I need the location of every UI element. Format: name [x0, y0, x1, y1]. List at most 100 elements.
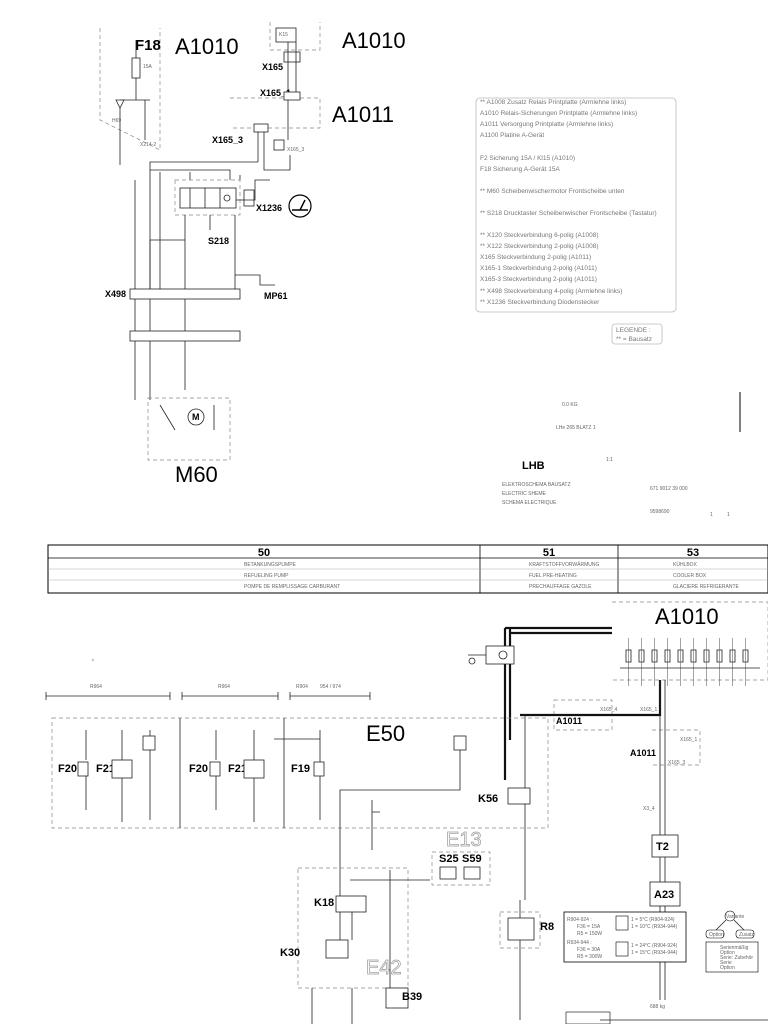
legend-line: A1011 Versorgung Printplatte (Armlehne l… — [480, 121, 613, 128]
legend-line: ** A1008 Zusatz Relais Printplatte (Arml… — [480, 99, 626, 106]
mp61-label: MP61 — [264, 291, 288, 301]
a1011-boundary — [230, 97, 321, 129]
f20-label-b: F20 — [189, 763, 208, 775]
setting-row1-c: R5 = 150W — [577, 931, 602, 937]
r8-label: R8 — [540, 921, 554, 933]
x165-connector — [283, 51, 301, 63]
title-block: 0.0 KG LHe 265 BLATZ 1 1:1 LHB ELEKTROSC… — [502, 392, 741, 518]
f21-label-b: F21 — [228, 763, 247, 775]
setting-temp-4: 1 = 15°C (R934-944) — [631, 950, 678, 956]
variant-legend-3: Serie: Zubehör — [720, 955, 753, 961]
e50-label: E50 — [366, 721, 405, 746]
x165-label: X165 — [262, 62, 283, 72]
variant-legend-4: Serie — [720, 960, 732, 966]
x498-connector — [129, 288, 241, 300]
b39-label: B39 — [402, 991, 422, 1003]
legend-line: ** S218 Drucktaster Scheibenwischer Fron… — [480, 210, 657, 217]
section-caption: GLACIERE REFRIGERANTE — [673, 584, 740, 590]
top-schematic: A1010 F18 15A H69 X214-2 K15 A1010 X165 … — [99, 22, 406, 487]
section-number: 51 — [543, 547, 555, 559]
e42-label: E42 — [366, 957, 402, 979]
r964-label-a: R964 — [90, 684, 102, 690]
x165-1-bottom-label-b: X165_1 — [680, 737, 697, 743]
motor-icon — [187, 408, 205, 426]
s25-label: S25 — [439, 853, 459, 865]
k56-label: K56 — [478, 793, 498, 805]
title-fr: SCHEMA ELECTRIQUE — [502, 500, 557, 506]
section-caption: PRECHAUFFAGE GAZOLE — [529, 584, 592, 590]
fuse-f18-label: F18 — [135, 37, 161, 54]
setting-temp-1: 1 = 5°C (R904-924) — [631, 917, 675, 923]
svg-text:M: M — [192, 412, 200, 422]
setting-row2-a: R934-944 : — [567, 940, 592, 946]
fuse-group-1: F20 F21 — [58, 730, 156, 822]
m60-label: M60 — [175, 462, 218, 487]
k18-label: K18 — [314, 897, 334, 909]
drawing-number: 671 9012 39 000 — [650, 486, 688, 492]
section-caption: FUEL PRE-HEATING — [529, 573, 577, 579]
legend-line: X165-1 Steckverbindung 2-polig (A1011) — [480, 265, 597, 272]
setting-row1-a: R904-924 : — [567, 917, 592, 923]
fuse-group-2: F20 F21 — [189, 730, 265, 822]
t2-label: T2 — [656, 841, 669, 853]
e50-boundary — [51, 717, 549, 829]
x165-4-label: X165_4 — [600, 707, 617, 713]
x498-label: X498 — [105, 289, 126, 299]
legend: ** A1008 Zusatz Relais Printplatte (Arml… — [475, 97, 677, 345]
t2-transformer — [651, 834, 679, 858]
x165-1-bottom-label-a: X165_1 — [640, 707, 657, 713]
a1010-right-label: A1010 — [342, 28, 406, 53]
a1010-left-label: A1010 — [175, 34, 239, 59]
a23-label: A23 — [654, 889, 674, 901]
section-caption: COOLER BOX — [673, 573, 707, 579]
section-caption: KRAFTSTOFFVORWÄRMUNG — [529, 561, 599, 568]
x165-3-plug — [273, 139, 285, 151]
e42-boundary — [297, 867, 409, 989]
fuse-f18-rating: 15A — [143, 64, 153, 70]
legend-key-title: LEGENDE : — [616, 327, 651, 334]
r964-label-b: R964 — [218, 684, 230, 690]
e13-label: E13 — [446, 829, 482, 851]
setting-row1-b: F36 = 15A — [577, 924, 601, 930]
x1236-label: X1236 — [256, 203, 282, 213]
x214-label: X214-2 — [140, 142, 156, 148]
x165-3-label-a: X165_3 — [212, 135, 243, 145]
section-caption: REFUELING PUMP — [244, 573, 289, 579]
note-text: LHe 265 BLATZ 1 — [556, 425, 596, 431]
variant-legend-5: Option — [720, 965, 735, 971]
legend-line: F18 Sicherung A-Gerät 15A — [480, 166, 561, 173]
legend-line: X165 Steckverbindung 2-polig (A1011) — [480, 254, 591, 261]
a1010-bottom-label: A1010 — [655, 604, 719, 629]
h69-label: H69 — [112, 118, 121, 124]
sheet-a: 1 — [710, 512, 713, 518]
weight-text: 0.0 KG — [562, 402, 578, 408]
r904-label: R904 — [296, 684, 308, 690]
b39-sensor — [385, 987, 409, 1009]
a1010-right-boundary — [269, 22, 321, 51]
s59-label: S59 — [462, 853, 482, 865]
footer-stamp — [565, 1011, 611, 1024]
x165-1-connector — [283, 91, 301, 101]
k15-box — [275, 27, 297, 43]
scale-text: 1:1 — [606, 457, 613, 463]
title-de: ELEKTROSCHEMA BAUSATZ — [502, 482, 571, 488]
x1236-diode — [243, 189, 255, 207]
f19-label: F19 — [291, 763, 310, 775]
variant-legend-1: Serienmäßig — [720, 945, 749, 951]
a1011-label: A1011 — [332, 102, 394, 127]
footer-weight: 688 kg — [650, 1004, 665, 1010]
setting-temp-2: 1 = 10°C (R934-944) — [631, 924, 678, 930]
fuse-f18-symbol — [131, 57, 141, 79]
setting-row2-c: R5 = 300W — [577, 954, 602, 960]
s218-boundary — [174, 179, 241, 216]
x165-3-connector — [253, 123, 269, 133]
legend-line: F2 Sicherung 15A / Kl15 (A1010) — [480, 155, 575, 162]
variant-opt-2: Zusatz — [739, 932, 755, 938]
x498-counterpart — [129, 330, 241, 342]
a1011-bottom-label-a: A1011 — [556, 716, 582, 726]
x165-3-bottom-label: X165_3 — [668, 760, 685, 766]
setting-temp-3: 1 = 24°C (R904-924) — [631, 943, 678, 949]
bottom-schematic: A1010 A1011 X165_4 X165_1 A1011 X165_1 X… — [45, 601, 768, 1024]
